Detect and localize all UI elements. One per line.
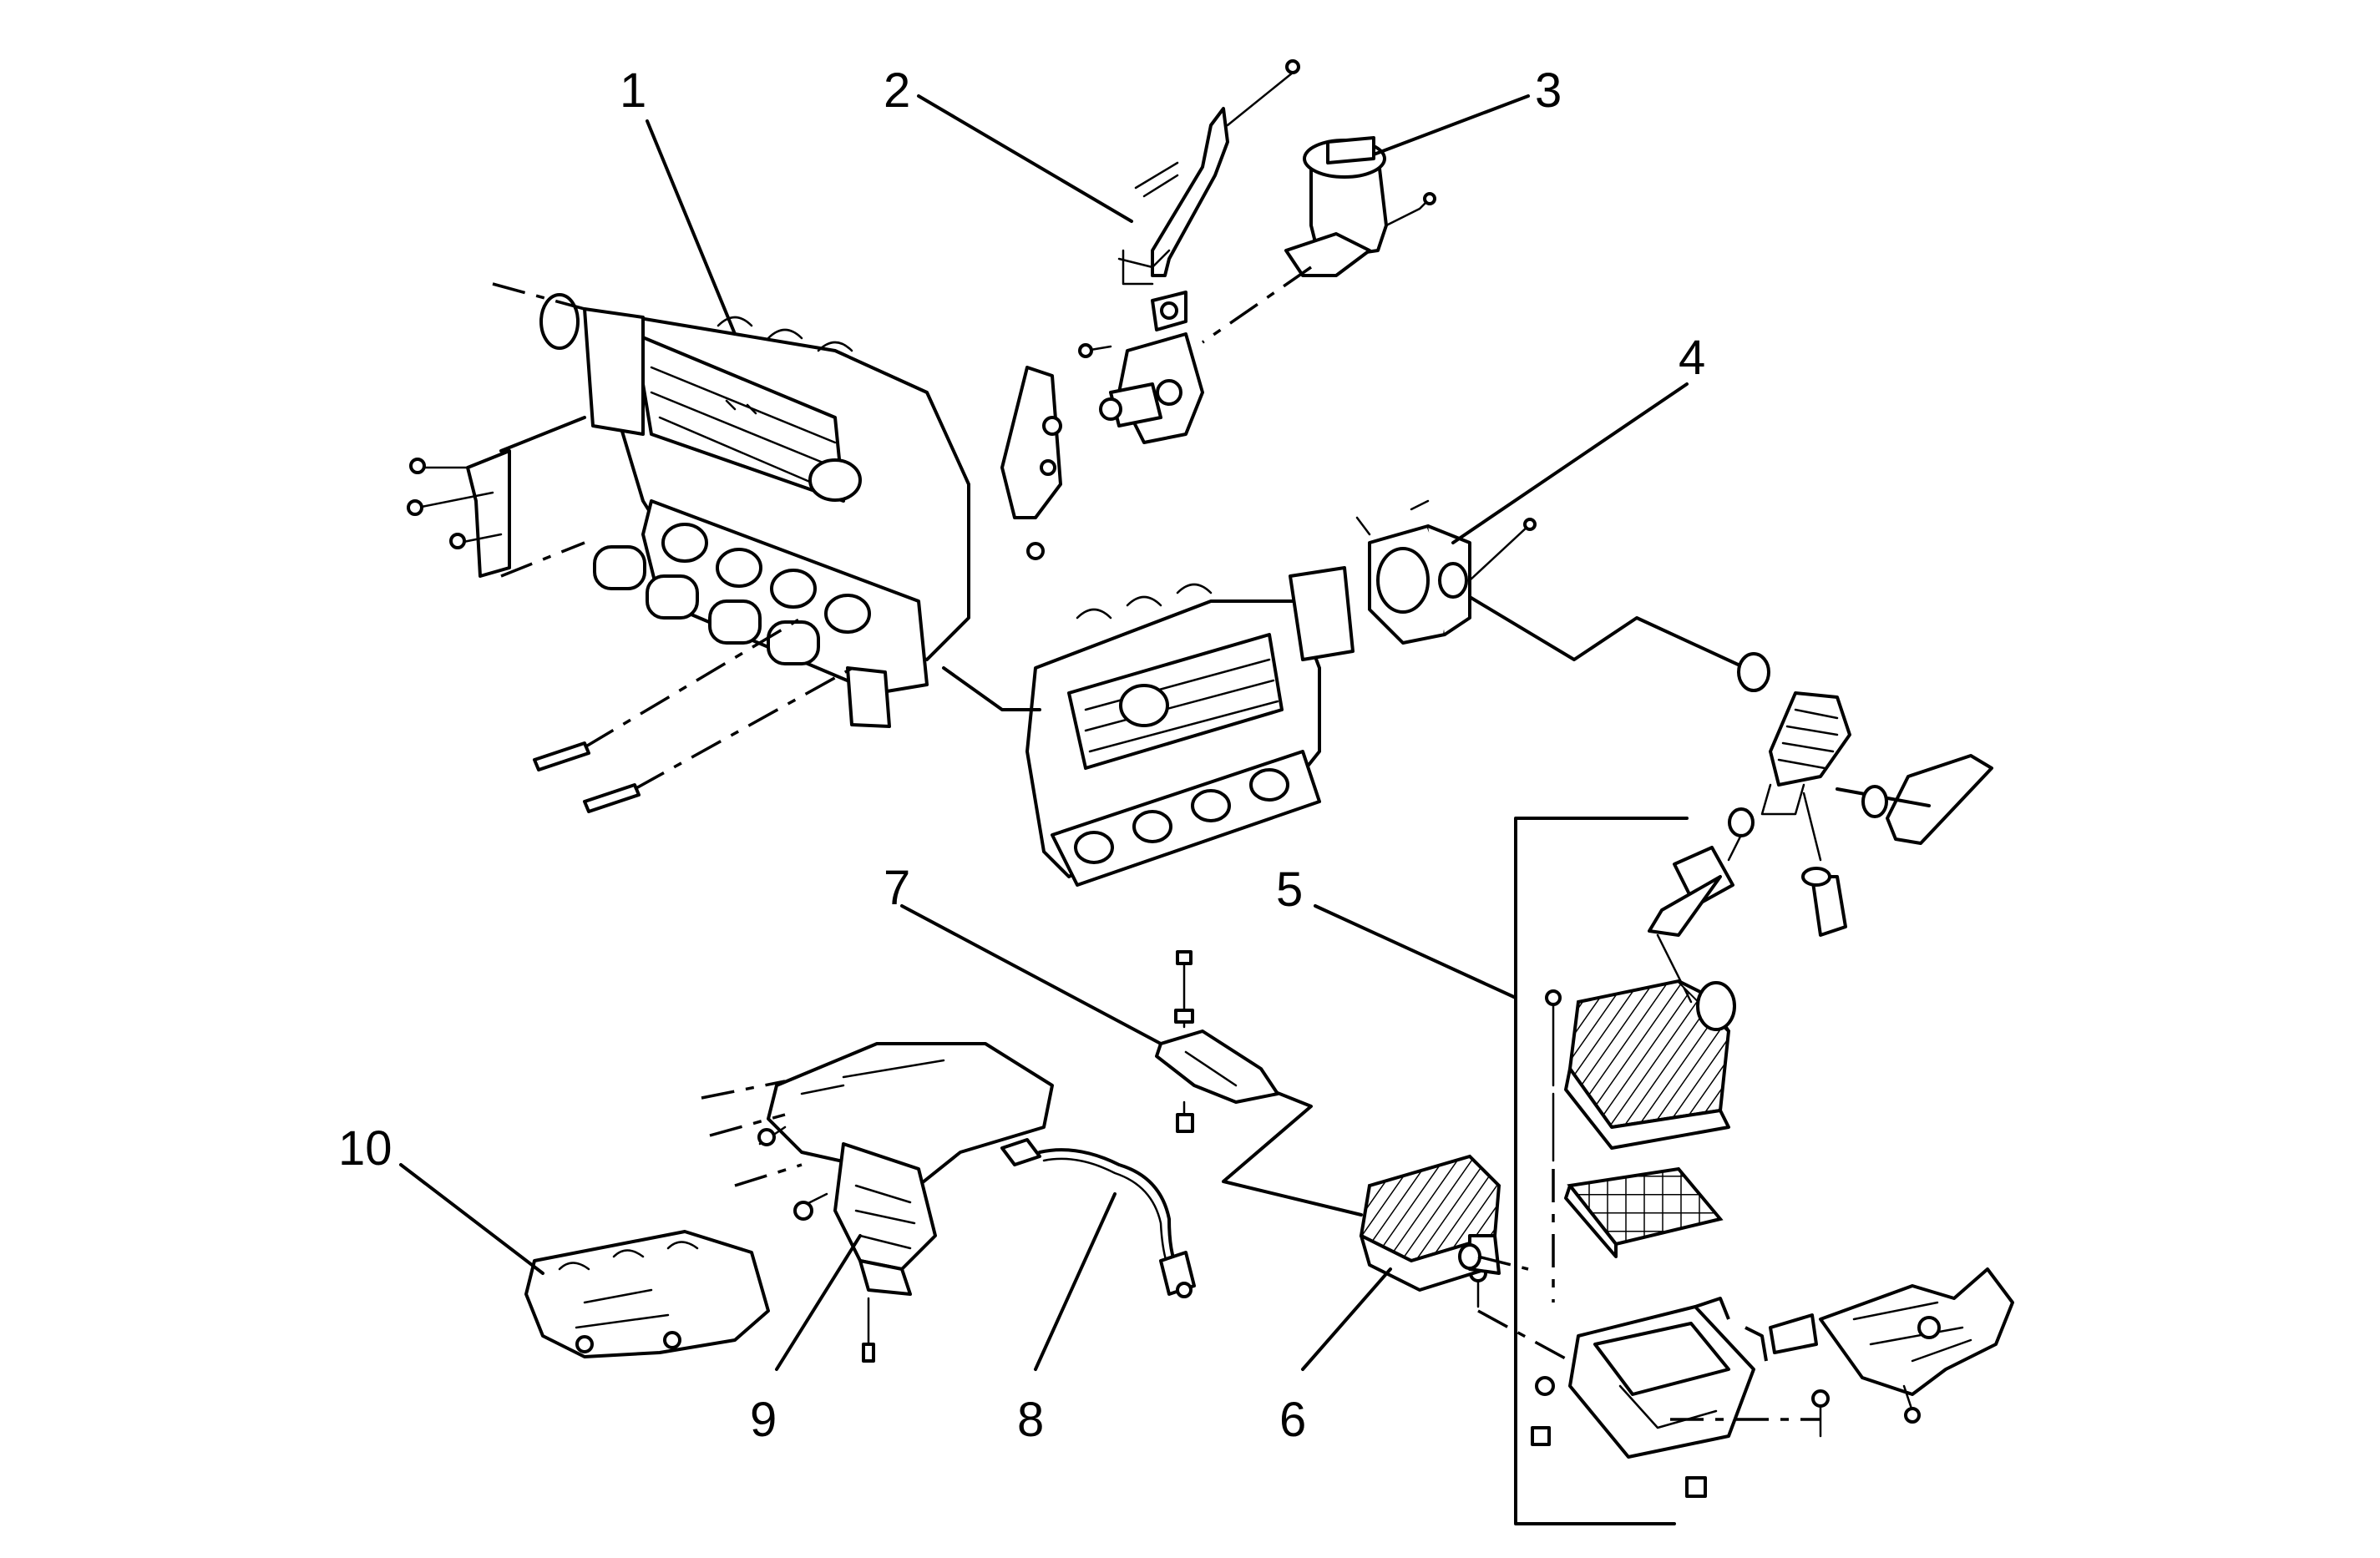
leader-line-4	[1451, 382, 1689, 544]
studs-left	[492, 282, 861, 813]
air-filter-element	[1552, 1166, 1724, 1303]
callout-1: 1	[620, 63, 646, 118]
leader-line-2	[917, 94, 1133, 223]
intake-manifold-upper	[583, 307, 970, 695]
air-cleaner-bracket-frame	[1514, 817, 1689, 1525]
battery-tray-bracket	[1769, 1267, 2014, 1424]
callout-5: 5	[1276, 862, 1303, 917]
intake-manifold-lower	[942, 566, 1355, 887]
leader-line-6	[1301, 1267, 1392, 1371]
callout-2: 2	[884, 63, 910, 118]
support-bracket	[1000, 366, 1062, 560]
leader-lines	[399, 94, 1689, 1371]
callout-7: 7	[884, 861, 910, 915]
leader-line-5	[1314, 904, 1517, 999]
exhaust-heat-shield	[524, 1230, 770, 1358]
manifold-gasket-left	[593, 545, 891, 728]
oxygen-sensor	[1000, 1138, 1196, 1298]
leader-line-3	[1372, 94, 1530, 156]
pcv-hose	[1737, 652, 1993, 937]
callout-10: 10	[338, 1121, 392, 1176]
egr-adapter	[1078, 332, 1204, 444]
leader-line-1	[646, 119, 737, 336]
leader-line-9	[775, 1234, 862, 1371]
callout-4: 4	[1679, 331, 1705, 385]
callout-labels: 1 2 3 4 5 6 7 8 9 10	[338, 63, 1705, 1447]
leader-line-8	[1034, 1192, 1117, 1371]
air-resonator	[1222, 1088, 1529, 1292]
bracket-left	[407, 416, 586, 578]
leader-line-7	[900, 904, 1162, 1045]
callout-9: 9	[750, 1393, 777, 1447]
throttle-body	[1355, 499, 1747, 670]
resonator-mount-bracket	[1155, 950, 1279, 1133]
callout-6: 6	[1279, 1393, 1306, 1447]
callout-8: 8	[1017, 1393, 1044, 1447]
air-inlet-resonator-hose	[1648, 807, 1755, 1004]
callout-3: 3	[1535, 63, 1562, 118]
o-ring-left	[539, 293, 580, 350]
egr-pipe	[1117, 59, 1300, 331]
air-cleaner-housing-cover	[1545, 979, 1736, 1162]
egr-valve	[1202, 136, 1436, 344]
air-cleaner-housing-lower	[1469, 1264, 1830, 1498]
leader-line-10	[399, 1163, 544, 1275]
